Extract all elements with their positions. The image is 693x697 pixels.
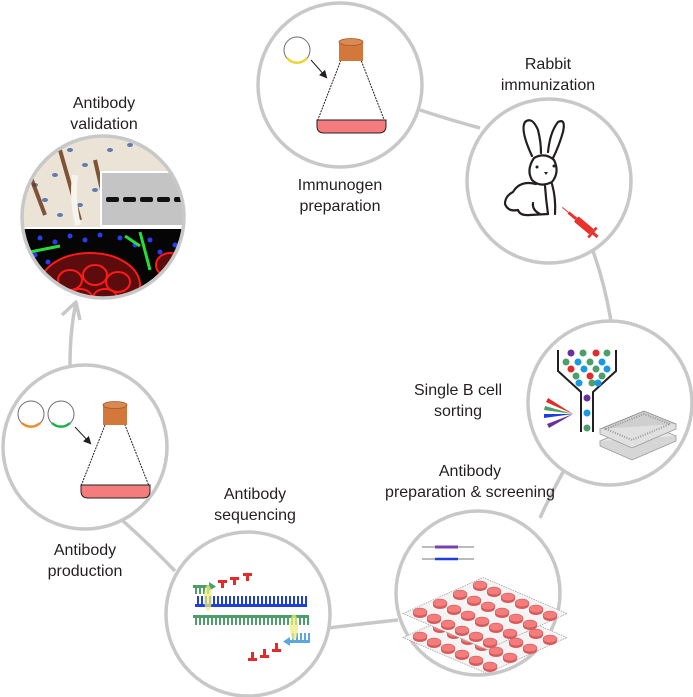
culture-plates-icon [402, 577, 568, 674]
rabbit-icon [503, 119, 565, 217]
step-sequencing [164, 530, 332, 697]
label-production: Antibody production [48, 540, 123, 582]
complementary-strand [193, 615, 309, 618]
label-line1: Single B cell [413, 382, 503, 399]
if-green-stain [29, 231, 152, 271]
flask-icon [80, 401, 151, 499]
reverse-primer [290, 640, 310, 643]
label-screening: Antibody preparation & screening [385, 461, 555, 503]
validation-ring [20, 134, 186, 300]
connector-production-validation [68, 302, 78, 366]
arrow-head-to-validation [60, 300, 82, 321]
antibody-gene-icons [422, 545, 474, 561]
label-line2: production [47, 563, 123, 580]
rabbit-ring [465, 97, 633, 265]
label-line2: preparation [299, 198, 381, 215]
label-bcell: Single B cell sorting [414, 380, 502, 422]
if-blue-nuclei [32, 232, 178, 265]
forward-primer [193, 585, 209, 588]
sequencing-ring [164, 530, 332, 697]
label-line2: sorting [433, 403, 483, 420]
culture-plate [402, 577, 568, 650]
well-plate-icon [598, 410, 678, 461]
step-rabbit [465, 97, 633, 265]
cells [562, 349, 611, 432]
label-validation: Antibody validation [70, 93, 138, 135]
arrow-icon [74, 426, 92, 445]
step-validation [20, 134, 186, 300]
label-line1: Antibody [438, 463, 502, 480]
plasmid-insert-yellow [286, 57, 308, 64]
label-line1: Antibody [72, 95, 136, 112]
label-line1: Antibody [223, 486, 287, 503]
connector-sequencing-production [121, 519, 177, 573]
label-rabbit: Rabbit immunization [501, 54, 595, 96]
binding-highlight [204, 585, 212, 611]
step-production [1, 363, 169, 531]
label-line2: preparation & screening [385, 484, 555, 501]
label-line2: validation [70, 116, 138, 133]
funnel-icon [557, 350, 617, 432]
step-immunogen [256, 1, 424, 169]
label-line1: Antibody [53, 542, 117, 559]
label-line2: sequencing [214, 507, 296, 524]
label-line1: Rabbit [524, 56, 572, 73]
label-immunogen: Immunogen preparation [298, 175, 383, 217]
step-screening [394, 509, 568, 677]
flask-icon [316, 38, 387, 134]
western-blot-bands [106, 197, 183, 202]
production-ring [1, 363, 169, 531]
connector-screening-sequencing [327, 618, 399, 630]
dna-sequencing-icon [193, 573, 310, 661]
connector-rabbit-bcell [591, 250, 613, 322]
label-line2: immunization [500, 77, 596, 94]
template-strand [195, 604, 307, 607]
label-sequencing: Antibody sequencing [214, 484, 296, 526]
arrow-icon [310, 59, 328, 79]
cycle-connectors [60, 108, 613, 630]
connector-bcell-screening [538, 471, 565, 519]
connector-immunogen-rabbit [419, 108, 481, 130]
label-line1: Immunogen [297, 177, 383, 194]
syringe-icon [562, 206, 599, 239]
laser-beams-icon [544, 398, 573, 428]
binding-highlight [290, 614, 298, 640]
step-bcell [526, 319, 693, 487]
